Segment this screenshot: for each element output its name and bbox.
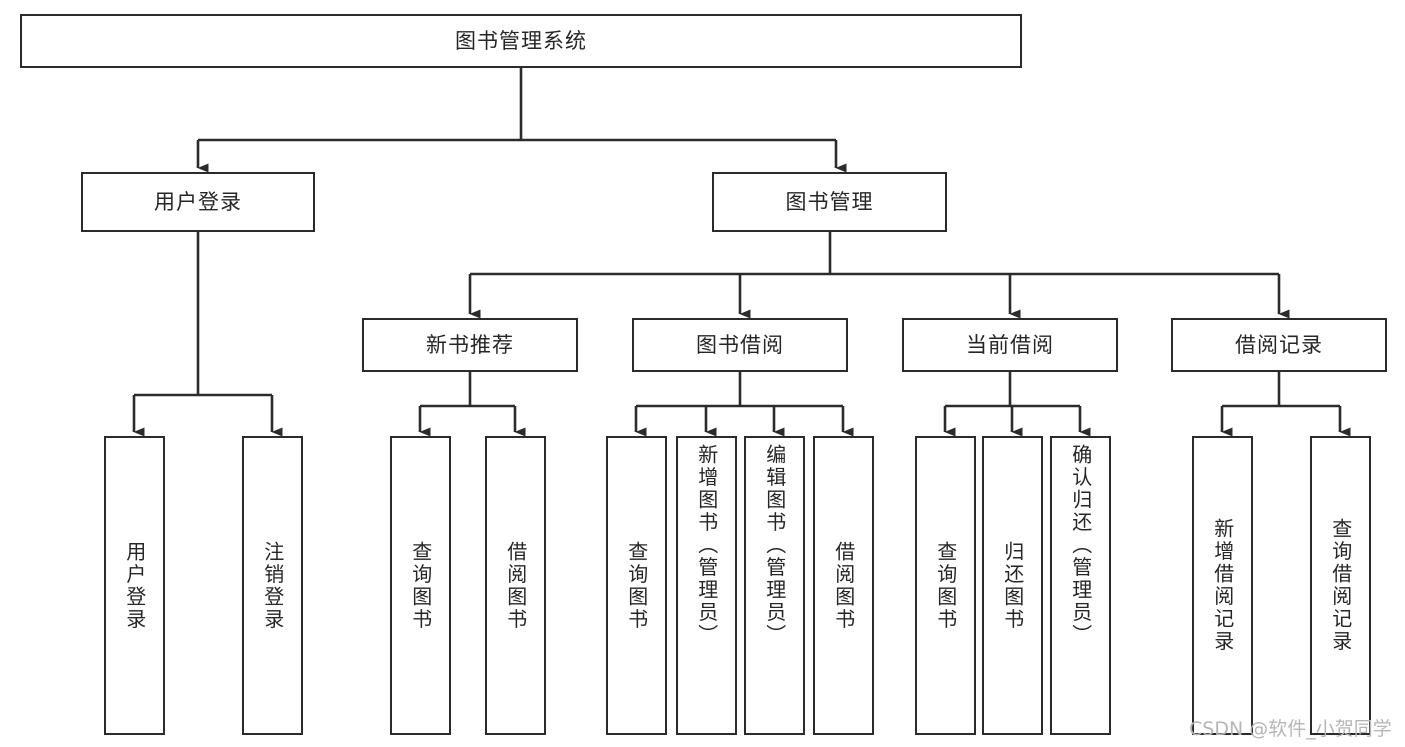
leaf-add-borrow-record[interactable]: 新增借阅记录 xyxy=(1192,436,1253,735)
node-label: 图书借阅 xyxy=(696,332,784,357)
node-label: 新增借阅记录 xyxy=(1210,518,1235,653)
leaf-query-book-current[interactable]: 查询图书 xyxy=(915,436,976,735)
node-new-book-recommend[interactable]: 新书推荐 xyxy=(362,318,578,372)
node-label: 确认归还（管理员） xyxy=(1068,444,1093,647)
node-user-login[interactable]: 用户登录 xyxy=(81,172,315,232)
leaf-add-book-admin[interactable]: 新增图书（管理员） xyxy=(676,436,737,735)
node-label: 查询借阅记录 xyxy=(1328,518,1353,653)
connector-borrowrecords-to-leaves xyxy=(1220,372,1351,437)
node-current-borrow[interactable]: 当前借阅 xyxy=(902,318,1118,372)
connector-bookmgmt-to-level3 xyxy=(468,232,1290,319)
leaf-logout[interactable]: 注销登录 xyxy=(242,436,303,735)
connector-root-to-level2 xyxy=(196,68,847,173)
leaf-query-book-recommend[interactable]: 查询图书 xyxy=(390,436,451,735)
leaf-borrow-book[interactable]: 借阅图书 xyxy=(813,436,874,735)
node-label: 新书推荐 xyxy=(426,332,514,357)
node-label: 新增图书（管理员） xyxy=(694,444,719,647)
leaf-edit-book-admin[interactable]: 编辑图书（管理员） xyxy=(744,436,805,735)
node-label: 借阅记录 xyxy=(1235,332,1323,357)
connector-newbook-to-leaves xyxy=(418,372,526,437)
node-borrow-records[interactable]: 借阅记录 xyxy=(1171,318,1387,372)
leaf-user-login[interactable]: 用户登录 xyxy=(104,436,165,735)
node-label: 查询图书 xyxy=(933,540,958,631)
node-label: 借阅图书 xyxy=(831,540,856,631)
node-label: 归还图书 xyxy=(1000,540,1025,631)
leaf-confirm-return-admin[interactable]: 确认归还（管理员） xyxy=(1050,436,1111,735)
node-label: 图书管理 xyxy=(785,189,874,214)
connector-currentborrow-to-leaves xyxy=(943,372,1091,437)
leaf-return-book[interactable]: 归还图书 xyxy=(982,436,1043,735)
leaf-query-borrow-record[interactable]: 查询借阅记录 xyxy=(1310,436,1371,735)
node-label: 查询图书 xyxy=(408,540,433,631)
node-label: 查询图书 xyxy=(624,540,649,631)
connector-userlogin-to-leaves xyxy=(132,232,283,437)
node-book-borrow[interactable]: 图书借阅 xyxy=(632,318,848,372)
watermark: CSDN @软件_小贺同学 xyxy=(1189,718,1392,740)
leaf-query-book-borrow[interactable]: 查询图书 xyxy=(606,436,667,735)
node-label: 注销登录 xyxy=(260,540,285,631)
leaf-borrow-book-recommend[interactable]: 借阅图书 xyxy=(485,436,546,735)
connector-bookborrow-to-leaves xyxy=(634,372,854,437)
node-label: 借阅图书 xyxy=(503,540,528,631)
node-label: 当前借阅 xyxy=(966,332,1054,357)
node-label: 用户登录 xyxy=(154,189,242,214)
node-label: 图书管理系统 xyxy=(455,28,587,53)
node-label: 用户登录 xyxy=(122,540,147,631)
node-book-management[interactable]: 图书管理 xyxy=(712,172,947,232)
node-root-system[interactable]: 图书管理系统 xyxy=(20,14,1022,68)
node-label: 编辑图书（管理员） xyxy=(762,444,787,647)
